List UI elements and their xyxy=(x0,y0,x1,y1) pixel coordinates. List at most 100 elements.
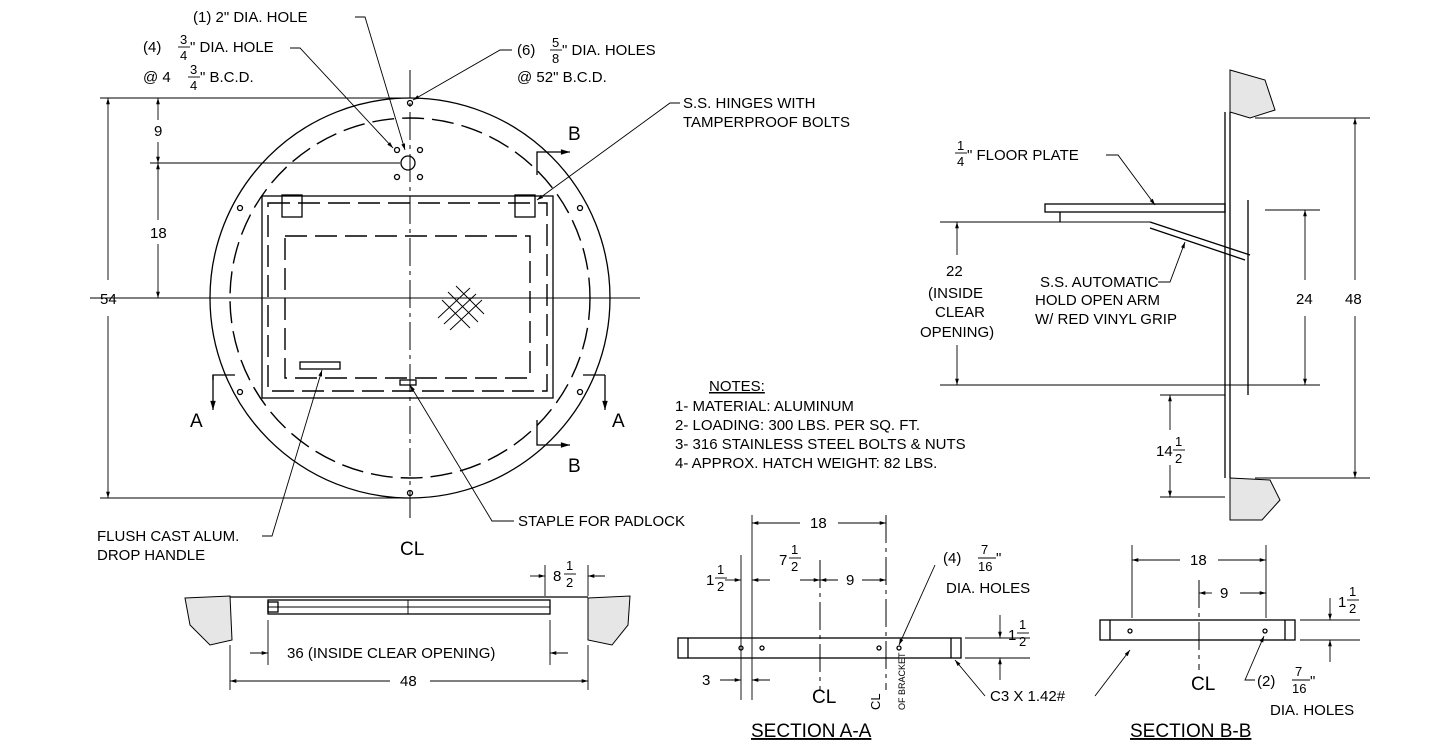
dim-8-1-2: 8 xyxy=(553,568,561,585)
callout-hinges: S.S. HINGES WITH xyxy=(683,95,816,112)
svg-text:DIA. HOLES: DIA. HOLES xyxy=(1270,702,1354,719)
callout-hold-open-arm: S.S. AUTOMATIC xyxy=(1040,274,1159,291)
svg-text:3: 3 xyxy=(190,62,197,77)
dim-54: 54 xyxy=(100,291,117,308)
hinge-icon xyxy=(281,194,303,218)
dim-1-1-2-aa: 1 xyxy=(706,572,714,589)
note-item: 2- LOADING: 300 LBS. PER SQ. FT. xyxy=(675,417,920,434)
svg-text:16: 16 xyxy=(978,559,992,574)
section-b-marker: B xyxy=(568,124,581,145)
floor-plate xyxy=(1044,203,1226,213)
hatch-frame xyxy=(261,195,554,399)
hinge-icon xyxy=(514,194,536,218)
svg-text:@ 52" B.C.D.: @ 52" B.C.D. xyxy=(517,69,607,86)
centerline-label: CL xyxy=(812,687,836,708)
note-item: 3- 316 STAINLESS STEEL BOLTS & NUTS xyxy=(675,436,966,453)
section-a-marker: A xyxy=(612,411,625,432)
centerline-label: CL xyxy=(400,539,424,560)
notes: NOTES: 1- MATERIAL: ALUMINUM 2- LOADING:… xyxy=(675,378,966,472)
svg-text:@ 4: @ 4 xyxy=(143,69,171,86)
section-a-a: 18 7 1 2 9 1 1 2 3 CL CL OF BRACKET (4) … xyxy=(677,515,1131,742)
svg-text:2: 2 xyxy=(566,575,573,590)
dim-18-bb: 18 xyxy=(1190,552,1207,569)
callout-34-hole: " DIA. HOLE xyxy=(190,39,274,56)
svg-text:5: 5 xyxy=(552,35,559,50)
callout-channel: C3 X 1.42# xyxy=(990,688,1066,705)
dim-22: 22 xyxy=(946,263,963,280)
svg-text:2: 2 xyxy=(1175,451,1182,466)
svg-text:CL: CL xyxy=(868,693,883,710)
svg-text:1: 1 xyxy=(791,542,798,557)
svg-text:(INSIDE: (INSIDE xyxy=(928,285,983,302)
svg-text:DIA. HOLES: DIA. HOLES xyxy=(946,580,1030,597)
note-item: 4- APPROX. HATCH WEIGHT: 82 LBS. xyxy=(675,455,937,472)
svg-text:2: 2 xyxy=(717,579,724,594)
dim-14-1-2: 14 xyxy=(1156,443,1173,460)
svg-text:1: 1 xyxy=(1175,434,1182,449)
callout-holes-bb: (2) xyxy=(1257,673,1275,690)
svg-text:(4): (4) xyxy=(143,39,161,56)
channel-section-bb xyxy=(1099,619,1296,641)
centerline-label: CL xyxy=(1191,674,1215,695)
plan-view: A A B B 54 9 18 (1) 2" DIA. HOLE (4) 3 4… xyxy=(90,9,850,564)
svg-text:4: 4 xyxy=(180,48,187,63)
callout-holes-aa: (4) xyxy=(943,550,961,567)
callout-2in-hole: (1) 2" DIA. HOLE xyxy=(193,9,308,26)
center-hole xyxy=(400,155,416,171)
dim-9: 9 xyxy=(154,123,162,140)
hold-open-arm xyxy=(1149,221,1251,256)
dim-3: 3 xyxy=(702,672,710,689)
svg-text:3: 3 xyxy=(180,32,187,47)
svg-text:16: 16 xyxy=(1292,681,1306,696)
dim-9-bb: 9 xyxy=(1220,585,1228,602)
svg-text:2: 2 xyxy=(791,559,798,574)
svg-text:8: 8 xyxy=(552,51,559,66)
svg-text:1: 1 xyxy=(566,558,573,573)
dim-18: 18 xyxy=(150,225,167,242)
svg-text:TAMPERPROOF BOLTS: TAMPERPROOF BOLTS xyxy=(683,114,850,131)
svg-text:W/ RED VINYL GRIP: W/ RED VINYL GRIP xyxy=(1035,311,1177,328)
staple-icon xyxy=(399,379,417,386)
section-b-b: 18 9 1 1 2 CL (2) 7 16 " DIA. HOLES SECT… xyxy=(1099,545,1360,742)
svg-text:DROP HANDLE: DROP HANDLE xyxy=(97,547,205,564)
svg-text:7: 7 xyxy=(981,542,988,557)
svg-text:HOLD OPEN ARM: HOLD OPEN ARM xyxy=(1035,292,1160,309)
svg-text:": " xyxy=(1310,673,1315,690)
dim-24: 24 xyxy=(1296,291,1313,308)
section-b-marker: B xyxy=(568,456,581,477)
dim-7-1-2: 7 xyxy=(779,552,787,569)
dim-1-1-2-aa-right: 1 xyxy=(1008,627,1016,644)
side-view: 48 24 22 (INSIDE CLEAR OPENING) 14 1 2 1… xyxy=(920,69,1370,521)
note-item: 1- MATERIAL: ALUMINUM xyxy=(675,398,854,415)
inside-opening xyxy=(284,235,531,379)
dim-1-1-2-bb: 1 xyxy=(1338,594,1346,611)
section-b-b-title: SECTION B-B xyxy=(1130,721,1251,742)
svg-text:4: 4 xyxy=(190,78,197,93)
cl-of-bracket: OF BRACKET xyxy=(897,652,907,710)
svg-text:OPENING): OPENING) xyxy=(920,324,994,341)
callout-58-holes: " DIA. HOLES xyxy=(562,42,656,59)
dim-48: 48 xyxy=(1345,291,1362,308)
notes-title: NOTES: xyxy=(709,378,765,395)
svg-text:7: 7 xyxy=(1295,664,1302,679)
dim-48-elev: 48 xyxy=(400,673,417,690)
svg-text:CLEAR: CLEAR xyxy=(935,304,985,321)
svg-text:1: 1 xyxy=(957,138,964,153)
svg-text:(6): (6) xyxy=(517,42,535,59)
svg-text:4: 4 xyxy=(957,154,964,169)
svg-text:1: 1 xyxy=(717,562,724,577)
svg-text:": " xyxy=(996,550,1001,567)
svg-text:2: 2 xyxy=(1019,634,1026,649)
svg-text:1: 1 xyxy=(1019,617,1026,632)
section-a-a-title: SECTION A-A xyxy=(751,721,872,742)
svg-text:2: 2 xyxy=(1349,601,1356,616)
elevation-view: 8 1 2 36 (INSIDE CLEAR OPENING) 48 xyxy=(184,558,631,690)
drop-handle-icon xyxy=(299,361,341,370)
callout-floor-plate: " FLOOR PLATE xyxy=(967,147,1079,164)
diamond-plate-icon xyxy=(437,285,485,331)
dim-9-aa: 9 xyxy=(846,572,854,589)
dim-36: 36 (INSIDE CLEAR OPENING) xyxy=(287,645,495,662)
callout-drop-handle: FLUSH CAST ALUM. xyxy=(97,528,239,545)
svg-text:" B.C.D.: " B.C.D. xyxy=(200,69,254,86)
